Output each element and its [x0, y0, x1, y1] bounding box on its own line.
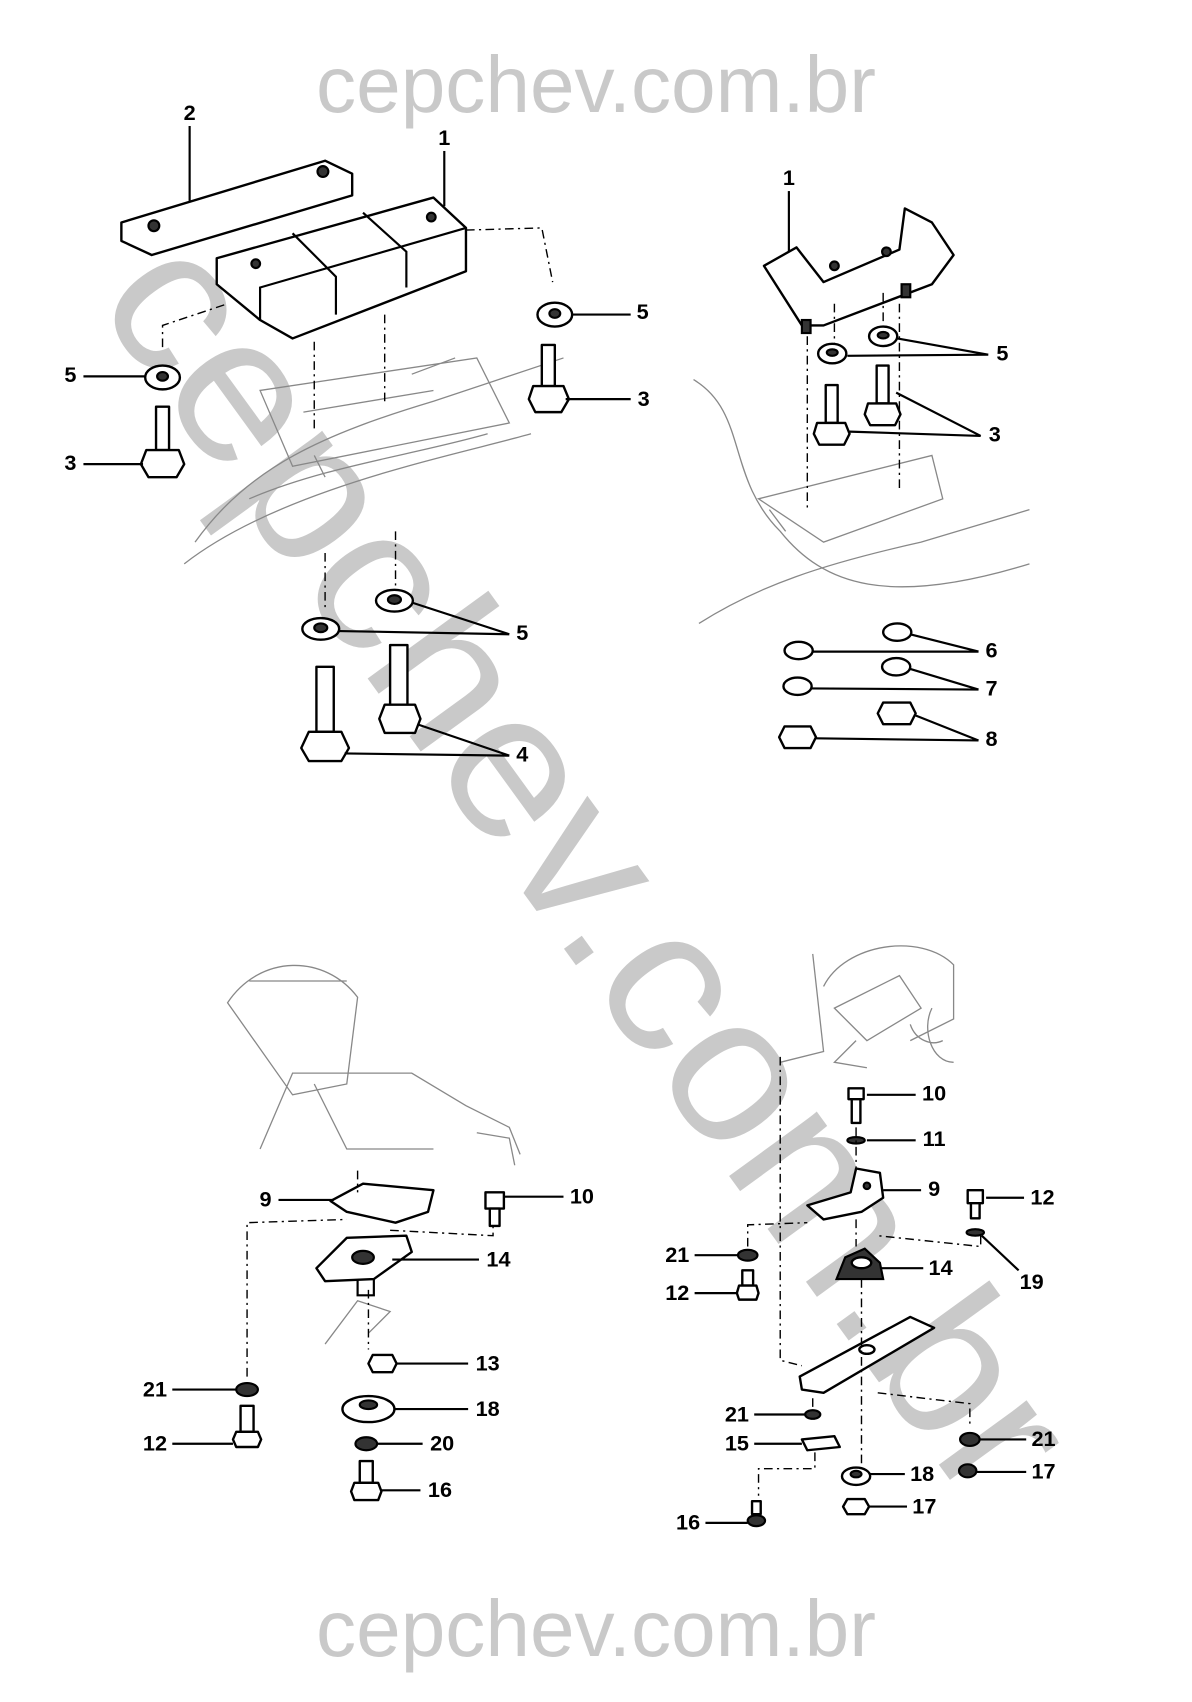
callout-1: 1: [783, 165, 795, 190]
callout-5: 5: [516, 620, 528, 645]
bolt: [231, 1404, 263, 1449]
bolt: [484, 1191, 506, 1228]
bolt: [746, 1499, 767, 1528]
nut: [367, 1353, 398, 1374]
callout-12: 12: [1030, 1185, 1054, 1210]
mount-insulator: [762, 207, 955, 327]
callout-3: 3: [989, 422, 1001, 447]
lock-washer: [374, 588, 415, 613]
callout-12: 12: [143, 1431, 167, 1456]
panel-bottom-left: 9 10 14 13 18 20 16 21 12: [143, 964, 594, 1502]
crossmember-plate: [120, 159, 354, 257]
mount-insulator: [834, 1247, 885, 1281]
callout-20: 20: [430, 1431, 454, 1456]
callout-4: 4: [516, 741, 528, 766]
washer: [354, 1436, 379, 1452]
callout-5: 5: [64, 362, 76, 387]
washer: [804, 1409, 822, 1420]
callout-16: 16: [428, 1477, 452, 1502]
callout-21: 21: [725, 1401, 749, 1426]
callout-14: 14: [929, 1255, 953, 1280]
callout-18: 18: [476, 1396, 500, 1421]
lock-washer: [816, 342, 848, 365]
lock-washer: [144, 364, 182, 391]
callout-8: 8: [986, 726, 998, 751]
callout-2: 2: [184, 100, 196, 125]
callout-9: 9: [928, 1176, 940, 1201]
mount-insulator: [215, 196, 468, 340]
spacer: [840, 1466, 872, 1487]
watermark-diagonal: cepchev.com.br: [57, 191, 1122, 1536]
callout-13: 13: [476, 1350, 500, 1375]
nut: [957, 1463, 978, 1479]
bolt: [300, 665, 351, 763]
bolt: [812, 383, 851, 446]
lock-washer: [301, 616, 341, 641]
callout-17: 17: [1031, 1459, 1055, 1484]
callout-6: 6: [986, 637, 998, 662]
callout-21: 21: [665, 1242, 689, 1267]
bolt: [847, 1087, 865, 1125]
watermark-bottom: cepchev.com.br: [316, 1583, 876, 1673]
callout-10: 10: [922, 1081, 946, 1106]
callout-21: 21: [143, 1376, 167, 1401]
washer: [235, 1381, 259, 1398]
callout-9: 9: [259, 1187, 271, 1212]
callout-1: 1: [438, 125, 450, 150]
bolt: [863, 364, 902, 427]
callout-19: 19: [1020, 1269, 1044, 1294]
callout-7: 7: [986, 675, 998, 700]
panel-top-left: 2 1 5 5 3 3 5 4: [64, 100, 649, 767]
callout-3: 3: [64, 450, 76, 475]
callout-11: 11: [923, 1126, 946, 1151]
callout-5: 5: [637, 299, 649, 324]
washer: [736, 1248, 759, 1262]
lock-washer: [867, 325, 899, 348]
bolt: [527, 343, 571, 414]
lock-washer: [782, 656, 912, 697]
callout-12: 12: [665, 1280, 689, 1305]
washer: [783, 622, 913, 661]
callout-15: 15: [725, 1431, 749, 1456]
nut: [841, 1497, 871, 1516]
callout-10: 10: [570, 1183, 594, 1208]
callout-14: 14: [486, 1246, 510, 1271]
nut: [777, 701, 917, 750]
callout-5: 5: [996, 340, 1008, 365]
panel-top-right: 1 5 3 6 7 8: [693, 165, 1030, 751]
spacer: [341, 1394, 396, 1424]
lock-washer: [536, 301, 574, 328]
crossmember-bracket: [329, 1182, 435, 1224]
callout-17: 17: [912, 1493, 936, 1518]
crossmember-bracket: [806, 1167, 885, 1221]
washer: [959, 1431, 981, 1447]
bolt: [966, 1188, 985, 1220]
bolt: [349, 1459, 383, 1502]
callout-21: 21: [1031, 1426, 1055, 1451]
retainer: [800, 1434, 842, 1452]
callout-16: 16: [676, 1510, 700, 1535]
callout-18: 18: [910, 1461, 934, 1486]
callout-3: 3: [638, 386, 650, 411]
bolt: [378, 643, 422, 735]
bolt: [139, 405, 186, 479]
panel-bottom-right: 10 11 9 12 19 14 21 12 21 15 18 17 21 17…: [665, 945, 1056, 1535]
watermark-top: cepchev.com.br: [316, 39, 876, 129]
